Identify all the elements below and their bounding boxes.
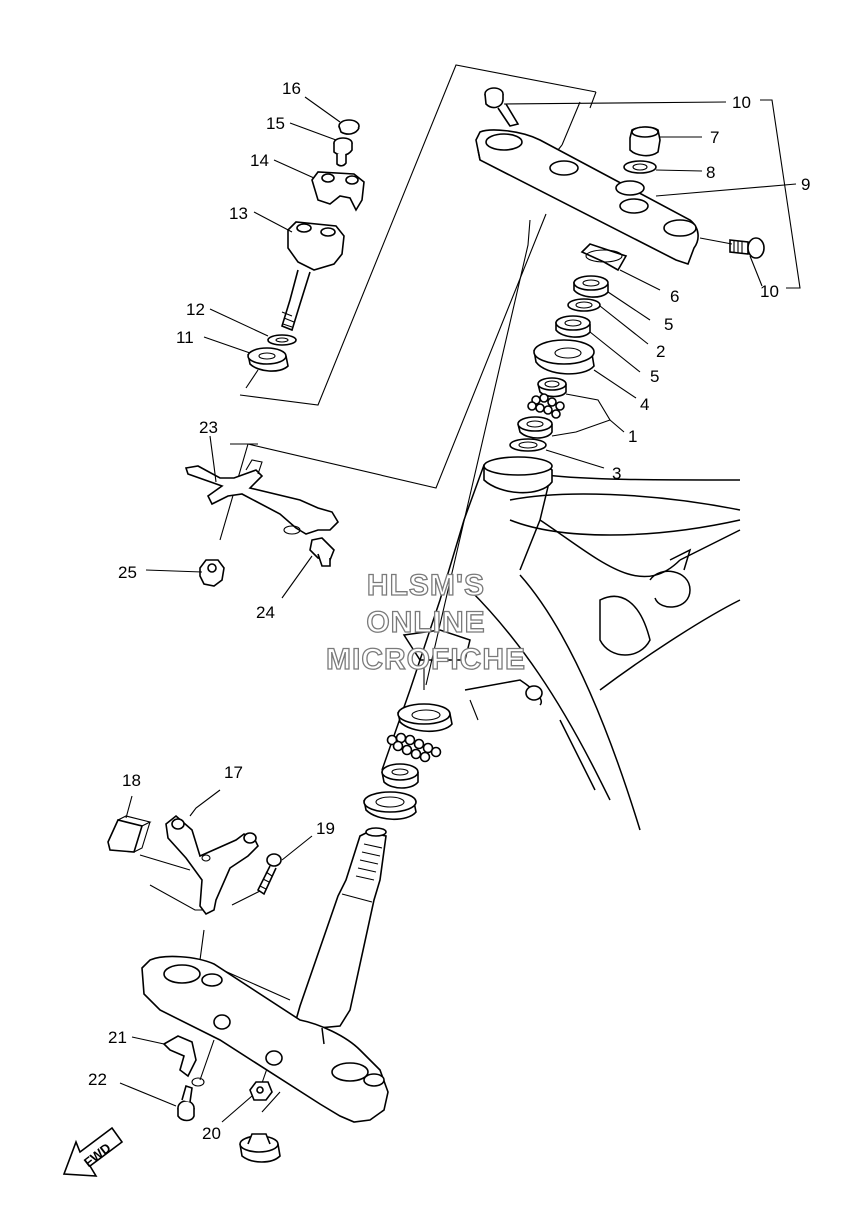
part-21-clip bbox=[162, 1035, 205, 1087]
callout-24: 24 bbox=[256, 603, 275, 622]
part-10-bolt-side bbox=[729, 237, 765, 259]
callout-15: 15 bbox=[266, 114, 285, 133]
callout-13: 13 bbox=[229, 204, 248, 223]
part-16-cap bbox=[338, 119, 360, 135]
part-15-bolt bbox=[333, 137, 353, 167]
part-1-ball-bearings bbox=[527, 393, 565, 419]
callout-8: 8 bbox=[706, 163, 715, 182]
part-20-cap-nut bbox=[239, 1133, 281, 1163]
part-24-clamp bbox=[309, 537, 335, 567]
part-5-lower-ring-nut bbox=[555, 315, 591, 338]
callout-2: 2 bbox=[656, 342, 665, 361]
fwd-arrow: FWD bbox=[62, 1126, 124, 1177]
part-20-nut bbox=[249, 1081, 273, 1101]
part-14-upper-holder bbox=[311, 171, 365, 212]
part-23-bracket bbox=[184, 459, 340, 535]
callout-21: 21 bbox=[108, 1028, 127, 1047]
part-18-damper bbox=[107, 815, 152, 853]
stem-dust-seal bbox=[363, 791, 417, 821]
stem-ball-bearings bbox=[386, 732, 442, 763]
callout-12: 12 bbox=[186, 300, 205, 319]
callout-brackets bbox=[551, 99, 801, 437]
callout-20: 20 bbox=[202, 1124, 221, 1143]
callout-14: 14 bbox=[250, 151, 269, 170]
callout-25: 25 bbox=[118, 563, 137, 582]
callout-7: 7 bbox=[710, 128, 719, 147]
callout-3: 3 bbox=[612, 464, 621, 483]
callout-labels: 16 15 14 13 12 11 10 7 8 9 10 6 5 2 5 4 … bbox=[88, 79, 810, 1143]
callout-10-top: 10 bbox=[732, 93, 751, 112]
part-11-damper bbox=[247, 347, 289, 372]
callout-4: 4 bbox=[640, 395, 649, 414]
part-10-bolt-top bbox=[484, 87, 520, 127]
watermark-line-3: MICROFICHE bbox=[326, 643, 526, 676]
part-3-seal bbox=[509, 438, 547, 452]
callout-10-bottom: 10 bbox=[760, 282, 779, 301]
callout-6: 6 bbox=[670, 287, 679, 306]
part-19-bolt bbox=[256, 853, 282, 896]
part-9-upper-bracket bbox=[475, 129, 699, 266]
frame bbox=[381, 464, 741, 831]
part-4-cover bbox=[533, 339, 595, 375]
part-17-stay bbox=[165, 814, 259, 916]
callout-11: 11 bbox=[176, 328, 194, 347]
part-13-lower-holder bbox=[281, 221, 345, 332]
stem-upper-race bbox=[397, 703, 453, 733]
callout-17: 17 bbox=[224, 763, 243, 782]
stem-lower-race bbox=[381, 763, 419, 789]
watermark: HLSM'S ONLINE MICROFICHE bbox=[325, 568, 526, 676]
part-12-washer bbox=[267, 334, 297, 346]
part-1-lower-race bbox=[517, 416, 553, 439]
part-8-washer bbox=[623, 160, 657, 174]
callout-5-lower: 5 bbox=[650, 367, 659, 386]
part-22-bolt bbox=[177, 1084, 195, 1122]
leader-lines bbox=[119, 96, 797, 1123]
watermark-line-1: HLSM'S bbox=[367, 569, 485, 602]
lower-bracket bbox=[141, 955, 389, 1123]
watermark-line-2: ONLINE bbox=[366, 606, 485, 639]
callout-18: 18 bbox=[122, 771, 141, 790]
callout-1: 1 bbox=[628, 427, 637, 446]
part-6-lock-washer bbox=[580, 243, 628, 272]
callout-19: 19 bbox=[316, 819, 335, 838]
callout-9: 9 bbox=[801, 175, 810, 194]
callout-16: 16 bbox=[282, 79, 301, 98]
part-25-nut bbox=[199, 559, 225, 587]
part-7-nut bbox=[629, 126, 661, 157]
head-pipe-collar bbox=[483, 456, 553, 494]
callout-23: 23 bbox=[199, 418, 218, 437]
part-2-rubber-washer bbox=[567, 298, 601, 312]
steering-stem bbox=[295, 827, 387, 1029]
callout-5-upper: 5 bbox=[664, 315, 673, 334]
part-5-upper-ring-nut bbox=[573, 275, 609, 298]
callout-22: 22 bbox=[88, 1070, 107, 1089]
